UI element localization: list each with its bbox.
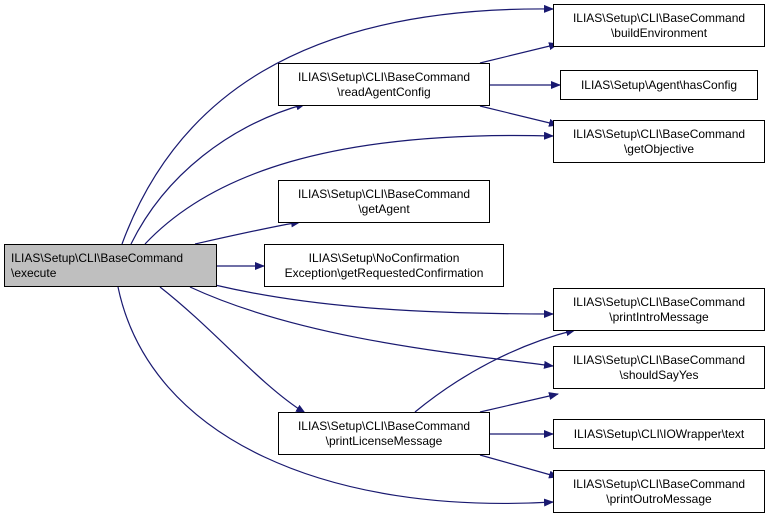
edge-readAgentConfig-to-buildEnvironment (479, 42, 559, 64)
node-label-line2: \getAgent (358, 201, 410, 216)
node-shouldSayYes[interactable]: ILIAS\Setup\CLI\BaseCommand\shouldSayYes (553, 346, 765, 389)
edge-execute-to-printOutroMessage (117, 286, 554, 507)
edge-execute-to-printIntroMessage (214, 284, 554, 318)
node-label-line2: \shouldSayYes (619, 367, 699, 382)
edge-readAgentConfig-to-getObjective (479, 105, 559, 127)
node-text[interactable]: ILIAS\Setup\CLI\IOWrapper\text (553, 419, 765, 449)
node-label-line1: ILIAS\Setup\CLI\BaseCommand (572, 10, 746, 25)
node-readAgentConfig[interactable]: ILIAS\Setup\CLI\BaseCommand\readAgentCon… (278, 63, 490, 106)
node-printIntroMessage[interactable]: ILIAS\Setup\CLI\BaseCommand\printIntroMe… (553, 288, 765, 331)
node-getObjective[interactable]: ILIAS\Setup\CLI\BaseCommand\getObjective (553, 120, 765, 163)
node-label-line1: ILIAS\Setup\CLI\BaseCommand (297, 186, 471, 201)
edge-printLicenseMessage-to-shouldSayYes (479, 392, 559, 413)
node-label-line2: \buildEnvironment (610, 25, 708, 40)
edge-printLicenseMessage-to-printIntroMessage (414, 328, 576, 413)
node-label-line1: ILIAS\Setup\Agent\hasConfig (580, 77, 738, 92)
node-label-line2: \printOutroMessage (606, 491, 712, 506)
edge-execute-to-getObjective (144, 131, 554, 245)
node-label-line1: ILIAS\Setup\NoConfirmation (308, 250, 460, 265)
node-label-line1: ILIAS\Setup\CLI\BaseCommand (572, 352, 746, 367)
node-hasConfig[interactable]: ILIAS\Setup\Agent\hasConfig (560, 70, 758, 100)
edge-execute-to-readAgentConfig (130, 102, 306, 245)
node-label-line2: \execute (11, 265, 57, 280)
edge-execute-to-getAgent (194, 219, 301, 245)
node-getAgent[interactable]: ILIAS\Setup\CLI\BaseCommand\getAgent (278, 180, 490, 223)
edge-execute-to-buildEnvironment (121, 4, 554, 245)
node-label-line1: ILIAS\Setup\CLI\BaseCommand (11, 250, 184, 265)
edge-execute-to-shouldSayYes (189, 286, 554, 369)
node-label-line1: ILIAS\Setup\CLI\BaseCommand (297, 69, 471, 84)
edge-printLicenseMessage-to-printOutroMessage (479, 454, 559, 479)
node-label-line1: ILIAS\Setup\CLI\BaseCommand (572, 476, 746, 491)
node-label-line2: \printIntroMessage (609, 309, 709, 324)
node-buildEnvironment[interactable]: ILIAS\Setup\CLI\BaseCommand\buildEnviron… (553, 4, 765, 47)
node-label-line2: \printLicenseMessage (325, 433, 443, 448)
node-printLicenseMessage[interactable]: ILIAS\Setup\CLI\BaseCommand\printLicense… (278, 412, 490, 455)
node-label-line1: ILIAS\Setup\CLI\BaseCommand (572, 294, 746, 309)
node-printOutroMessage[interactable]: ILIAS\Setup\CLI\BaseCommand\printOutroMe… (553, 470, 765, 513)
node-label-line1: ILIAS\Setup\CLI\IOWrapper\text (573, 426, 745, 441)
node-execute[interactable]: ILIAS\Setup\CLI\BaseCommand\execute (4, 244, 217, 287)
node-label-line2: \getObjective (623, 141, 695, 156)
node-label-line2: \readAgentConfig (337, 84, 431, 99)
node-label-line2: Exception\getRequestedConfirmation (284, 265, 484, 280)
edge-execute-to-printLicenseMessage (159, 286, 306, 414)
node-label-line1: ILIAS\Setup\CLI\BaseCommand (297, 418, 471, 433)
node-label-line1: ILIAS\Setup\CLI\BaseCommand (572, 126, 746, 141)
